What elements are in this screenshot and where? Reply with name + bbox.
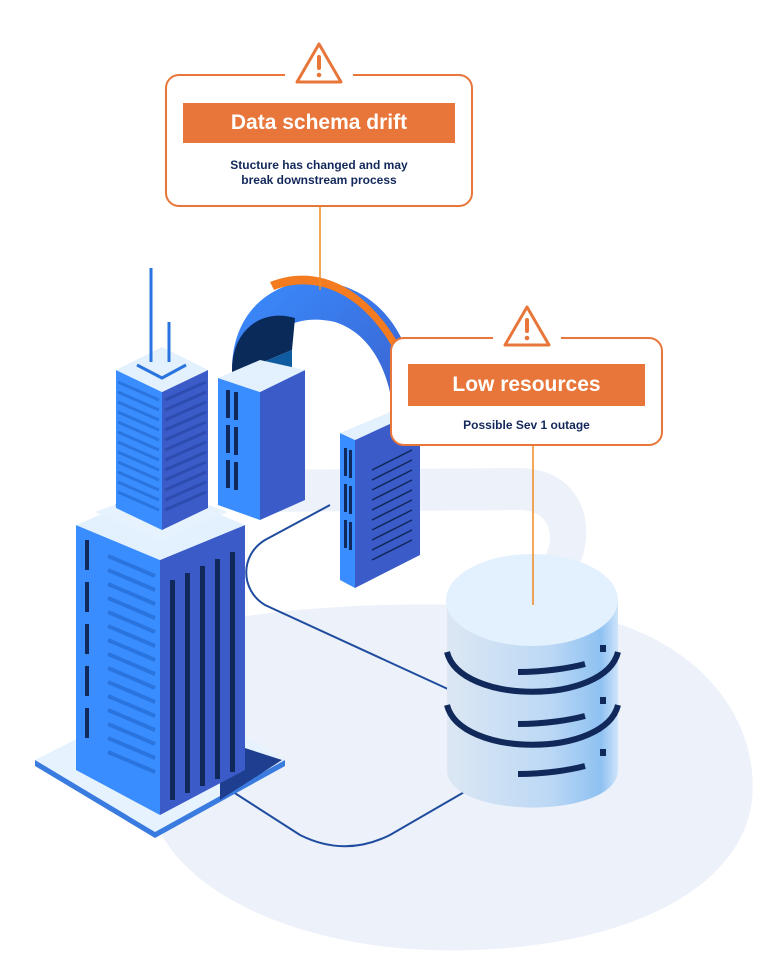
callout-schema-drift: Data schema drift Stucture has changed a… — [165, 40, 473, 207]
callout-title: Data schema drift — [183, 103, 455, 143]
skyscraper — [35, 268, 285, 838]
description-line: break downstream process — [241, 173, 397, 187]
description-line: Possible Sev 1 outage — [463, 418, 590, 432]
warning-triangle-icon — [492, 303, 561, 354]
arch-building — [218, 275, 420, 588]
network-links — [229, 504, 486, 848]
database-cylinder — [444, 554, 621, 808]
description-line: Stucture has changed and may — [230, 158, 408, 172]
callout-low-resources: Low resources Possible Sev 1 outage — [390, 303, 663, 446]
callout-title: Low resources — [408, 364, 645, 406]
callout-description: Possible Sev 1 outage — [392, 418, 661, 433]
warning-triangle-icon — [285, 40, 353, 91]
callout-description: Stucture has changed and may break downs… — [167, 158, 471, 188]
